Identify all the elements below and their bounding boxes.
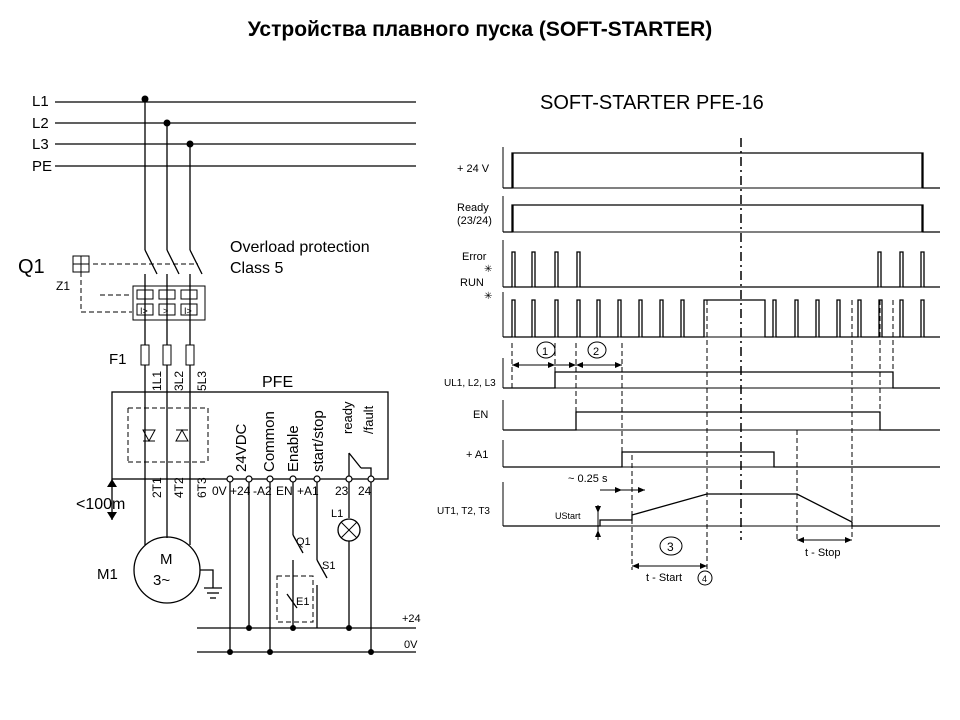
term-24: 24 (358, 484, 372, 498)
svg-text:I>: I> (184, 306, 192, 316)
term-23: 23 (335, 484, 349, 498)
motor-m1: M 3~ M1 (97, 536, 222, 604)
marker-2: 2 (593, 346, 599, 358)
slide-title: Устройства плавного пуска (SOFT-STARTER) (247, 18, 713, 41)
term-plus24: +24 (230, 484, 251, 498)
e1-label: E1 (296, 596, 309, 608)
lane-label-ready-1: Ready (457, 202, 489, 214)
phase-label-l1: L1 (32, 93, 49, 110)
term-a1: +A1 (297, 484, 319, 498)
cable-length: <100m (76, 479, 125, 520)
label-common: Common (261, 411, 278, 472)
term-a2: -A2 (253, 484, 272, 498)
motor-label: M1 (97, 566, 118, 583)
pfe-device: PFE (111, 374, 389, 480)
delay-label: ~ 0.25 s (568, 473, 608, 485)
terminal-2t1: 2T1 (150, 477, 164, 498)
fuses-f1: F1 (109, 344, 195, 368)
signal-ready (503, 204, 940, 233)
cable-label: <100m (76, 496, 125, 513)
timing-guides (511, 300, 894, 570)
control-circuit: Q1 S1 E1 L1 (229, 482, 372, 652)
signal-24v (503, 152, 940, 189)
q1-contact-label: Q1 (296, 536, 311, 548)
lane-label-run: RUN (460, 277, 484, 289)
rail-0v: 0V (404, 639, 418, 651)
t-stop-annotation: t - Stop (797, 537, 852, 559)
t-start-label: t - Start (646, 572, 682, 584)
label-ready: ready (340, 401, 355, 434)
lane-label-en: EN (473, 409, 488, 421)
terminal-4t2: 4T2 (172, 477, 186, 498)
breaker-label: Q1 (18, 256, 45, 278)
timing-diagram: SOFT-STARTER PFE-16 + 24 V Ready (23/24)… (437, 92, 940, 586)
term-en: EN (276, 484, 293, 498)
overload-line-1: Overload protection (230, 239, 370, 256)
label-start-stop: start/stop (310, 410, 327, 472)
marker-1: 1 (542, 346, 548, 358)
terminal-3l2: 3L2 (172, 371, 186, 391)
signal-run (503, 299, 940, 338)
breaker-sub-label: Z1 (56, 279, 70, 293)
svg-text:I>: I> (140, 306, 148, 316)
lane-label-24v: + 24 V (457, 163, 490, 175)
device-label: PFE (262, 374, 293, 391)
lane-label-ul: UL1, L2, L3 (444, 378, 496, 389)
lane-label-ready-2: (23/24) (457, 215, 492, 227)
svg-text:>: > (163, 306, 168, 316)
terminal-5l3: 5L3 (195, 371, 209, 391)
rail-plus24: +24 (402, 613, 421, 625)
delay-annotation: ~ 0.25 s (568, 473, 645, 540)
signal-ut (503, 493, 940, 527)
error-blink-icon: ✳ (484, 264, 492, 275)
lane-label-a1: + A1 (466, 449, 488, 461)
phase-label-l2: L2 (32, 115, 49, 132)
breaker-q1: Q1 Z1 (18, 249, 203, 313)
run-blink-icon: ✳ (484, 291, 492, 302)
terminal-6t3: 6T3 (195, 477, 209, 498)
overload-line-2: Class 5 (230, 260, 283, 277)
marker-3: 3 (667, 540, 674, 554)
label-24vdc: 24VDC (233, 423, 250, 472)
signal-en (503, 411, 940, 431)
marker-4: 4 (702, 574, 707, 584)
term-0v: 0V (212, 484, 227, 498)
control-rails: +24 0V (197, 613, 421, 655)
motor-3ph: 3~ (153, 572, 170, 589)
t-start-annotation: 3 t - Start 4 (632, 536, 713, 586)
signal-a1 (503, 451, 940, 468)
label-enable: Enable (285, 425, 302, 472)
fuse-label: F1 (109, 351, 127, 368)
signal-ul (503, 371, 940, 389)
signal-error (503, 251, 940, 288)
wiring-schematic: L1 L2 L3 PE Q1 Z1 (18, 93, 421, 655)
supply-lines: L1 L2 L3 PE (32, 93, 416, 175)
s1-label: S1 (322, 560, 335, 572)
overload-trip: I> > I> Overload protection Class 5 (132, 239, 370, 321)
lane-label-error: Error (462, 251, 487, 263)
motor-m: M (160, 551, 173, 568)
lamp-label: L1 (331, 508, 343, 520)
phase-label-l3: L3 (32, 136, 49, 153)
phase-label-pe: PE (32, 158, 52, 175)
t-stop-label: t - Stop (805, 547, 840, 559)
lane-label-ut: UT1, T2, T3 (437, 506, 490, 517)
interval-markers-1-2: 1 2 (512, 341, 622, 368)
terminal-1l1: 1L1 (150, 371, 164, 391)
timing-title: SOFT-STARTER PFE-16 (540, 92, 764, 114)
label-ustart: UStart (555, 511, 581, 521)
label-fault: /fault (361, 405, 376, 434)
